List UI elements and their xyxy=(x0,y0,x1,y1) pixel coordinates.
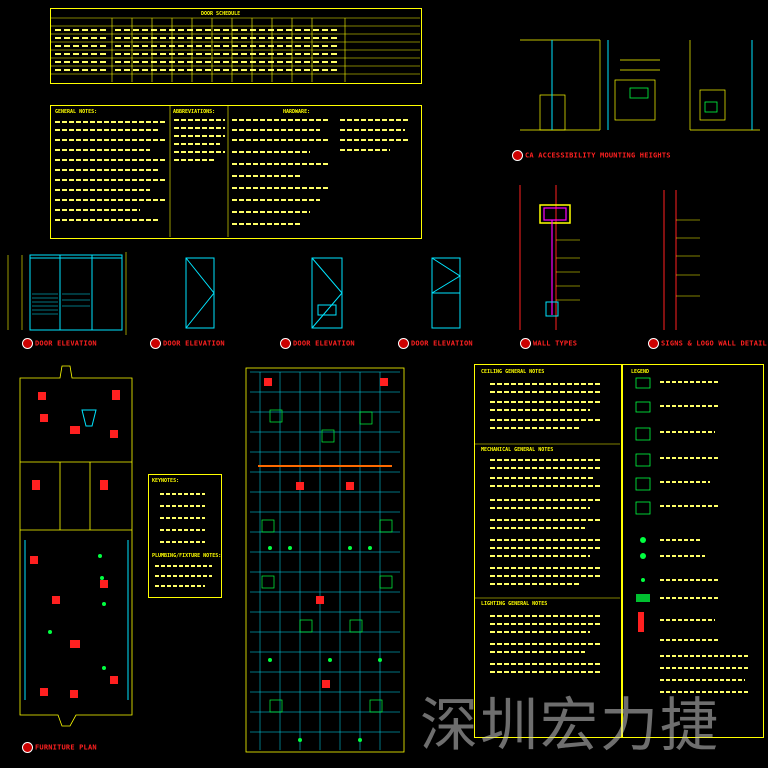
title-bubble-icon xyxy=(648,338,659,349)
door-elevation-3-title: DOOR ELEVATION xyxy=(280,338,355,349)
furniture-plan-title: FURNITURE PLAN xyxy=(22,742,97,753)
door-schedule: DOOR SCHEDULE xyxy=(50,8,422,84)
furniture-plan-devices xyxy=(48,554,106,670)
abbreviations-title: ABBREVIATIONS: xyxy=(173,109,216,115)
ada-title: CA ACCESSIBILITY MOUNTING HEIGHTS xyxy=(512,150,671,161)
hardware-title: HARDWARE: xyxy=(283,109,311,115)
legend-symbols xyxy=(635,377,651,515)
wall-types-detail xyxy=(519,185,557,330)
legend-text xyxy=(660,381,750,693)
title-bubble-icon xyxy=(520,338,531,349)
watermark: 深圳宏力捷 xyxy=(420,691,721,759)
door-elevation-1-hatch xyxy=(32,293,90,315)
title-bubble-icon xyxy=(280,338,291,349)
wall-types-title: WALL TYPES xyxy=(520,338,577,349)
ceiling-notes-text xyxy=(490,383,600,673)
ceiling-grid xyxy=(250,371,400,750)
door-elevation-2-title: DOOR ELEVATION xyxy=(150,338,225,349)
title-bubble-icon xyxy=(398,338,409,349)
door-elevation-3 xyxy=(311,257,343,329)
ceiling-notes-title: CEILING GENERAL NOTES xyxy=(481,369,545,375)
door-elevation-2 xyxy=(185,257,215,329)
door-schedule-title: DOOR SCHEDULE xyxy=(201,11,241,17)
keynotes-title: KEYNOTES: xyxy=(152,478,180,484)
lighting-notes-title: LIGHTING GENERAL NOTES xyxy=(481,601,548,607)
keynotes-block: KEYNOTES: PLUMBING/FIXTURE NOTES: xyxy=(148,474,222,598)
general-notes-title: GENERAL NOTES: xyxy=(55,109,98,115)
furniture-plan-fixtures xyxy=(30,390,120,698)
door-schedule-grid xyxy=(50,17,420,82)
title-bubble-icon xyxy=(150,338,161,349)
signs-logo-wall-title: SIGNS & LOGO WALL DETAIL xyxy=(648,338,767,349)
signs-logo-wall-detail xyxy=(663,190,677,330)
title-bubble-icon xyxy=(22,338,33,349)
ceiling-notes-block: CEILING GENERAL NOTES MECHANICAL GENERAL… xyxy=(474,364,622,738)
mechanical-notes-title: MECHANICAL GENERAL NOTES xyxy=(481,447,554,453)
title-bubble-icon xyxy=(512,150,523,161)
fixture-notes-title: PLUMBING/FIXTURE NOTES: xyxy=(152,553,222,559)
door-elevation-4 xyxy=(431,257,461,329)
ceiling-plan-outline xyxy=(245,367,405,753)
furniture-plan-outline xyxy=(19,365,133,727)
door-elevation-1 xyxy=(29,254,123,331)
legend-block: LEGEND xyxy=(622,364,764,738)
door-elevation-4-title: DOOR ELEVATION xyxy=(398,338,473,349)
ada-mounting-detail xyxy=(520,39,760,131)
ceiling-lights xyxy=(268,546,382,742)
legend-title: LEGEND xyxy=(631,369,650,375)
ceiling-plan-fixtures xyxy=(264,378,388,688)
schedule-text-rows xyxy=(55,29,340,71)
ceiling-diffusers xyxy=(261,409,393,713)
general-notes-text xyxy=(55,119,410,225)
title-bubble-icon xyxy=(22,742,33,753)
general-notes-block: GENERAL NOTES: ABBREVIATIONS: HARDWARE: xyxy=(50,105,422,239)
door-elevation-1-title: DOOR ELEVATION xyxy=(22,338,97,349)
notes-dividers xyxy=(474,443,620,599)
